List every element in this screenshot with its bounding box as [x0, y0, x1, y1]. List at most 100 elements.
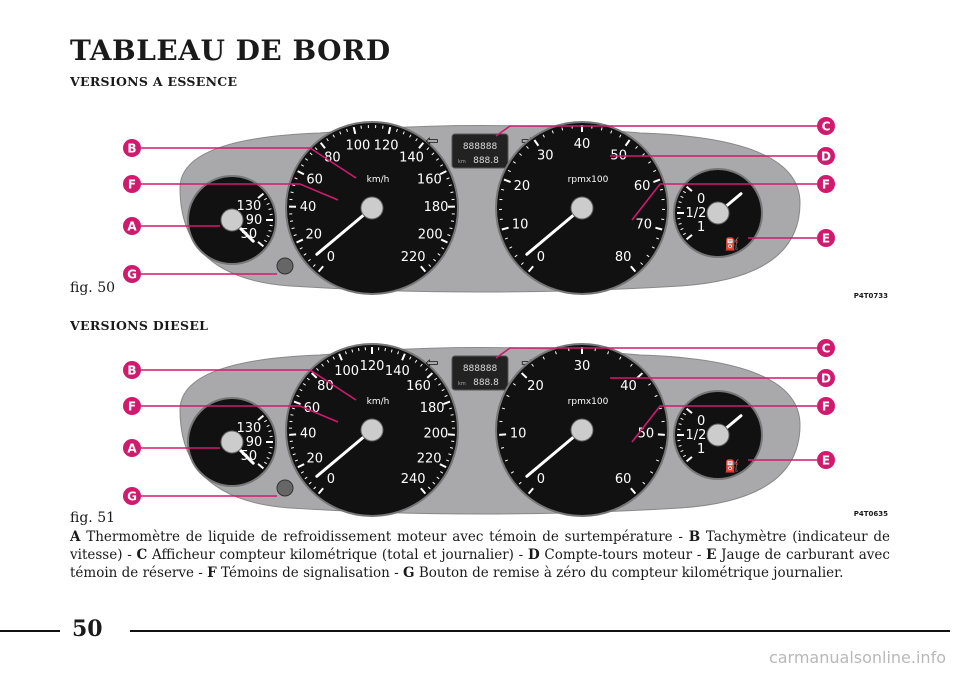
fuel-gauge-tick — [680, 195, 684, 199]
speedometer-tick — [444, 394, 448, 398]
odometer-display — [451, 133, 509, 169]
footer-rule-left — [0, 630, 60, 632]
odometer-unit: km — [458, 159, 466, 165]
speedometer-tick — [433, 258, 437, 262]
tachometer-tick-label: 60 — [634, 179, 651, 194]
odometer-trip: 888.8 — [473, 156, 499, 166]
fuel-gauge-tick-label: 1/2 — [686, 206, 707, 221]
speedometer-tick-label: 160 — [406, 379, 431, 394]
speedometer-tick-label: 20 — [307, 452, 324, 467]
speedometer-tick — [438, 383, 442, 386]
tachometer-tick — [640, 262, 644, 265]
speedometer-tick — [309, 152, 313, 156]
callout-marker-f — [817, 175, 835, 193]
temp-gauge-tick — [266, 424, 270, 428]
tachometer-tick — [518, 481, 522, 485]
speedometer-tick — [443, 400, 451, 405]
tachometer-needle — [525, 206, 584, 256]
temp-gauge-tick-label: 90 — [246, 213, 263, 228]
speedometer-tick-label: 100 — [334, 364, 359, 379]
speedometer-tick — [439, 170, 447, 176]
odometer-total: 888888 — [463, 364, 498, 374]
callout-marker-g — [123, 487, 141, 505]
section-subtitle-diesel: VERSIONS DIESEL — [70, 318, 209, 333]
caption-text-f: Témoins de signalisation - — [216, 565, 404, 581]
odometer-trip: 888.8 — [473, 378, 499, 388]
speedometer-tick — [390, 349, 393, 353]
fuel-gauge-hub — [706, 201, 730, 225]
tachometer-tick — [619, 356, 622, 360]
speedometer-tick — [291, 407, 295, 410]
speedometer-tick-label: 220 — [417, 452, 442, 467]
speedometer-tick — [339, 131, 342, 135]
caption-key-c: C — [136, 547, 148, 563]
trip-reset-button — [276, 257, 294, 275]
fuel-gauge-tick — [682, 412, 687, 416]
tachometer-tick-label: 30 — [574, 359, 591, 374]
fuel-gauge-tick-label: 0 — [697, 192, 705, 207]
temp-gauge-hub — [220, 430, 244, 454]
speedometer-tick — [420, 363, 423, 367]
trip-reset-button — [276, 479, 294, 497]
speedometer-tick-label: 60 — [306, 173, 323, 188]
tachometer-tick — [533, 139, 540, 147]
speedometer-tick — [306, 377, 310, 381]
callout-letter-d: D — [821, 150, 831, 164]
caption-key-d: D — [527, 547, 540, 563]
fuel-gauge-hub — [706, 423, 730, 447]
speedometer-tick-label: 220 — [401, 250, 426, 265]
fuel-gauge-tick — [680, 417, 684, 421]
caption-key-b: B — [688, 529, 701, 545]
tachometer-tick — [501, 407, 505, 410]
speedometer-tick — [409, 356, 412, 360]
speedometer-unit-label: km/h — [367, 397, 390, 407]
speedometer-tick — [401, 353, 406, 361]
speedometer-tick — [302, 383, 306, 386]
speedometer-tick — [440, 238, 448, 244]
tachometer-tick-label: 70 — [636, 218, 653, 233]
speedometer-tick — [304, 476, 308, 480]
speedometer-tick-label: 40 — [300, 200, 317, 215]
figure-label-petrol: fig. 50 — [70, 280, 116, 296]
watermark: carmanualsonline.info — [768, 648, 946, 667]
speedometer-tick — [317, 265, 324, 273]
fuel-gauge-tick — [680, 227, 684, 231]
fuel-gauge-tick — [682, 190, 687, 194]
tachometer-tick — [651, 246, 655, 249]
speedometer-tick — [307, 258, 311, 262]
tachometer-tick — [600, 127, 603, 131]
figure-code-diesel: P4T0635 — [853, 510, 888, 518]
speedometer-tick — [290, 191, 294, 194]
speedometer-tick — [316, 367, 319, 371]
tachometer-tick-label: 0 — [537, 472, 545, 487]
tachometer-tick — [630, 487, 637, 495]
callout-marker-d — [817, 369, 835, 387]
speedometer-tick — [448, 184, 452, 187]
tachometer-tick — [610, 130, 613, 134]
speedometer-tick-label: 80 — [324, 151, 341, 166]
tachometer-tick — [630, 363, 633, 367]
speedometer-tick — [321, 363, 324, 367]
tachometer-hub — [570, 196, 594, 220]
speedometer-tick-label: 80 — [317, 379, 334, 394]
callout-line-f — [631, 183, 817, 221]
callout-marker-e — [817, 229, 835, 247]
speedometer-tick — [425, 367, 428, 371]
caption-text-b: Tachymètre (indicateur de vitesse) - — [70, 529, 890, 563]
tachometer-tick — [501, 188, 505, 191]
speedometer-tick — [310, 372, 318, 379]
temp-gauge-tick — [263, 197, 268, 201]
tachometer-unit-label: rpmx100 — [568, 397, 609, 407]
tachometer-tick — [500, 447, 505, 449]
speedometer-tick — [299, 388, 303, 392]
speedometer-tick — [432, 481, 436, 485]
speedometer-tick — [292, 453, 296, 456]
fuel-pump-icon: ⛽ — [725, 237, 740, 251]
tachometer-tick-label: 80 — [615, 250, 632, 265]
callout-line-f — [141, 183, 339, 201]
speedometer-tick — [338, 353, 343, 361]
tachometer-tick-label: 50 — [638, 427, 655, 442]
tachometer-unit-label: rpmx100 — [568, 175, 609, 185]
speedometer-tick-label: 120 — [360, 359, 385, 374]
speedometer-tick — [308, 481, 312, 485]
